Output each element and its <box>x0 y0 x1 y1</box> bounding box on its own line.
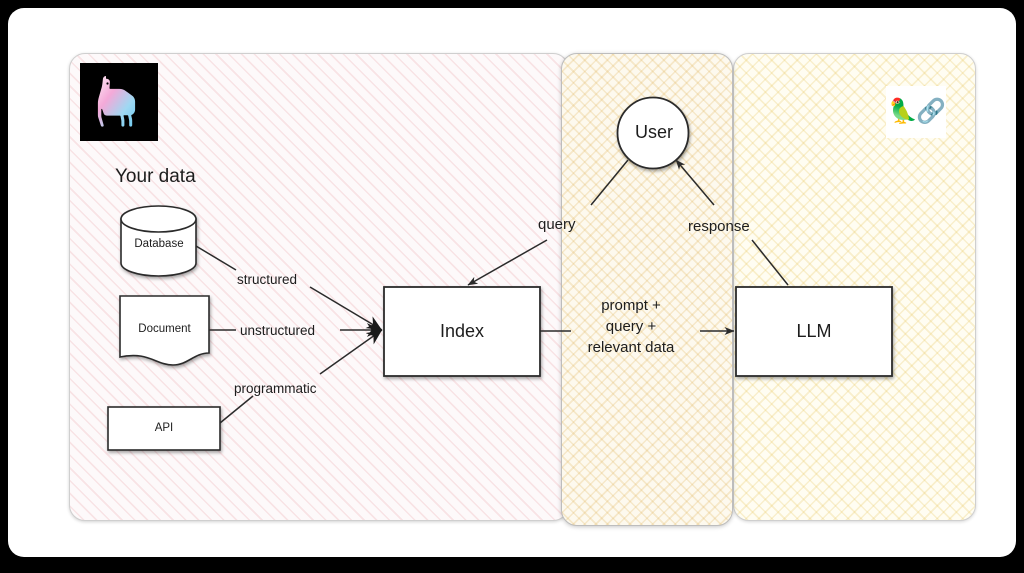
edge-label-structured: structured <box>237 272 298 287</box>
llama-logo-icon <box>80 63 158 141</box>
node-label-api: API <box>154 422 174 434</box>
edge-label-prompt: prompt + query + relevant data <box>561 295 701 358</box>
node-label-document: Document <box>138 323 191 335</box>
edge-label-query: query <box>538 216 576 233</box>
edge-label-unstructured: unstructured <box>240 323 316 338</box>
edge-label-prompt-line-2: query + <box>605 318 657 335</box>
edge-label-programmatic: programmatic <box>234 381 317 396</box>
node-label-index: Index <box>439 321 485 341</box>
page-title: Your data <box>115 166 196 187</box>
langchain-logo-icon: 🦜🔗 <box>886 86 946 138</box>
node-label-user: User <box>634 122 673 142</box>
slide-card: 🦜🔗 <box>8 8 1016 557</box>
edge-label-prompt-line-1: prompt + <box>601 297 661 314</box>
node-label-llm: LLM <box>796 321 832 341</box>
node-label-database: Database <box>134 238 184 250</box>
edge-label-response: response <box>688 218 750 235</box>
edge-label-prompt-line-3: relevant data <box>587 339 675 356</box>
